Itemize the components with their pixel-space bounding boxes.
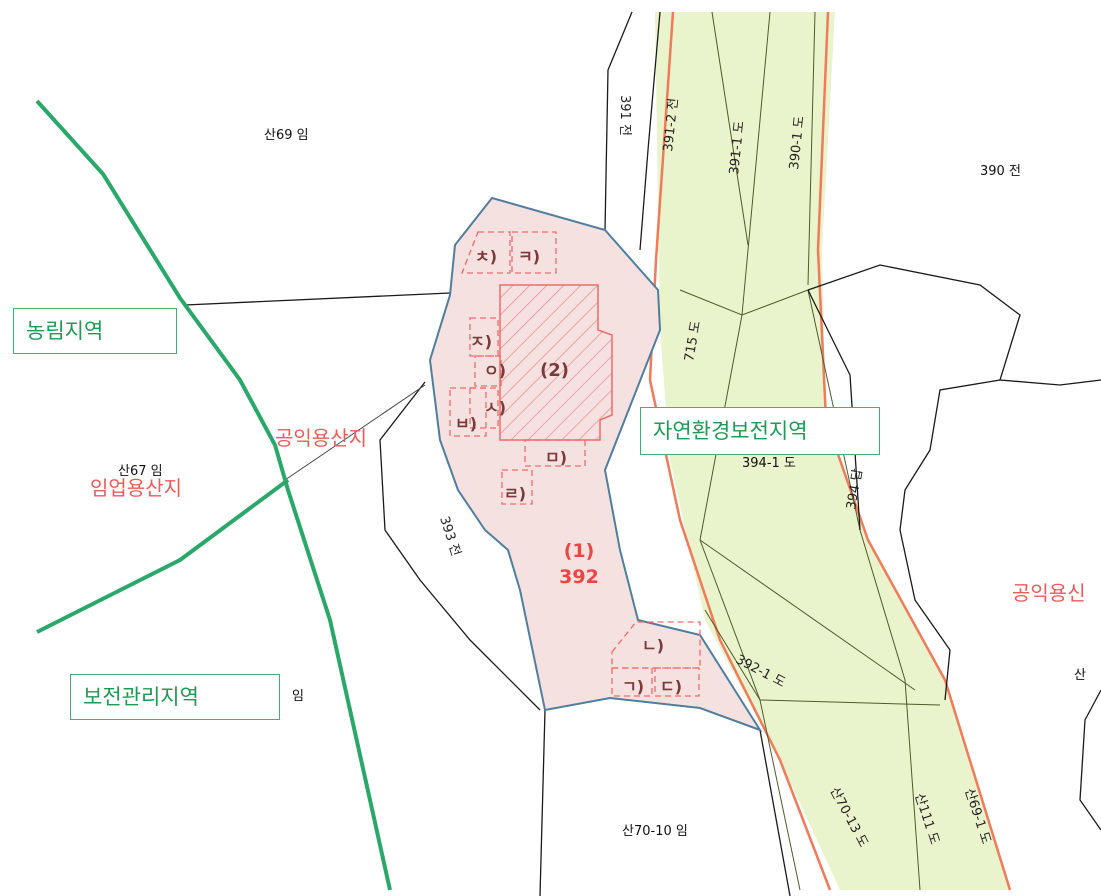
label-391-2: 391-2 전 xyxy=(661,97,682,152)
subplot-s: ㅅ) xyxy=(484,398,507,417)
label-forestry: 임업용산지 xyxy=(90,476,182,500)
label-public-forest-right: 공익용신 xyxy=(1012,581,1086,605)
hatched-area-2 xyxy=(499,284,613,441)
label-san69: 산69 임 xyxy=(264,128,309,143)
subplot-b: ㅂ) xyxy=(455,414,478,433)
label-390-1: 390-1 도 xyxy=(787,115,808,170)
main-parcel-area-no: (1) xyxy=(563,540,595,562)
label-im: 임 xyxy=(292,689,304,704)
road-edge-right xyxy=(816,11,1012,891)
subplot-j: ㅈ) xyxy=(470,332,493,351)
main-parcel-lot: 392 xyxy=(559,566,599,588)
label-san: 산 xyxy=(1074,668,1086,683)
label-san70-10: 산70-10 임 xyxy=(622,824,688,839)
parcel-boundaries xyxy=(184,11,1101,896)
subplot-boxes xyxy=(449,231,701,697)
subplot-n: ㄴ) xyxy=(642,636,665,655)
label-san67: 산67 임 xyxy=(118,464,163,479)
subplot-r: ㄹ) xyxy=(504,484,527,503)
label-391-1: 391-1 도 xyxy=(727,120,748,175)
subplot-o: ㅇ) xyxy=(484,361,507,380)
label-390: 390 전 xyxy=(980,164,1021,179)
label-393: 393 전 xyxy=(436,515,463,559)
label-394: 394 답 xyxy=(844,468,866,511)
zone-conservation-mgmt: 보전관리지역 xyxy=(70,674,280,720)
subplot-ch: ㅊ) xyxy=(475,247,498,266)
subplot-k: ㅋ) xyxy=(518,247,541,266)
zone-natural-env: 자연환경보전지역 xyxy=(640,407,880,455)
road-edge-left xyxy=(648,11,832,891)
label-394-1: 394-1 도 xyxy=(742,456,796,471)
label-715: 715 도 xyxy=(682,320,704,363)
label-391: 391 전 xyxy=(617,95,632,136)
zone-boundaries xyxy=(35,99,392,891)
area-2-label: (2) xyxy=(540,360,569,381)
subplot-g: ㄱ) xyxy=(622,677,645,696)
subplot-m: ㅁ) xyxy=(545,448,568,467)
subplot-d: ㄷ) xyxy=(660,677,683,696)
zone-agricultural: 농림지역 xyxy=(13,308,177,354)
label-public-forest-left: 공익용산지 xyxy=(275,426,367,450)
